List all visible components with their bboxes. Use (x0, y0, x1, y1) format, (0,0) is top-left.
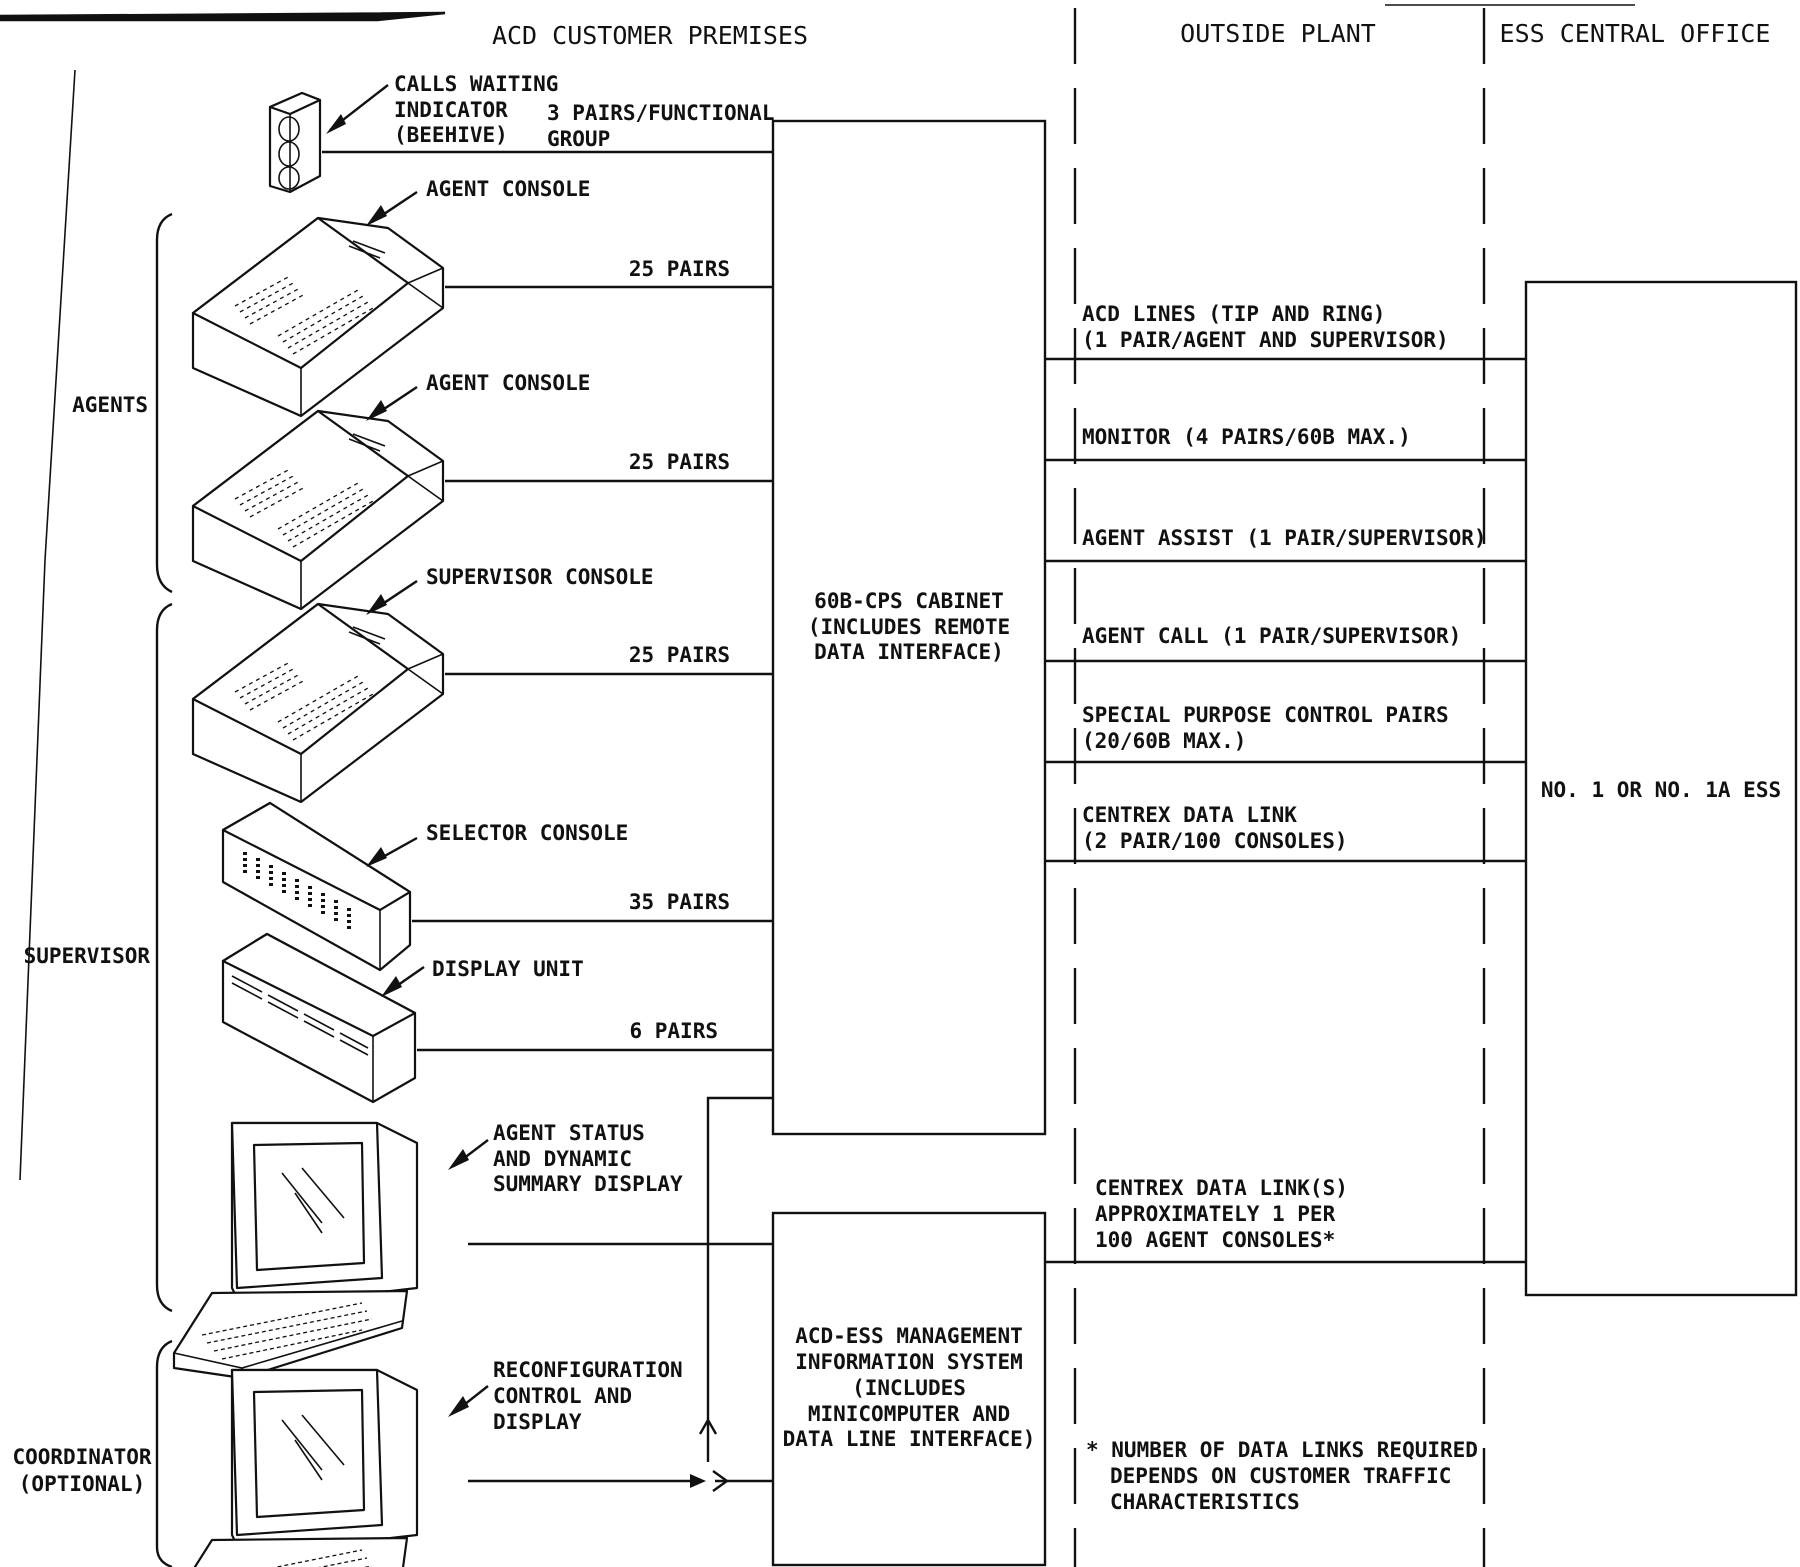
agent-console-2-pointer-head (366, 400, 387, 421)
mis-label-2: INFORMATION SYSTEM (795, 1350, 1023, 1374)
agent-console-2-label: AGENT CONSOLE (426, 371, 590, 395)
centrex-links-label-2: APPROXIMATELY 1 PER (1095, 1202, 1336, 1226)
header-customer-premises: ACD CUSTOMER PREMISES (492, 21, 808, 50)
centrex-links-label-1: CENTREX DATA LINK(S) (1095, 1176, 1348, 1200)
reconfig-display-pointer-head (448, 1396, 469, 1417)
reconfig-arrow-head (690, 1474, 706, 1488)
selector-console-label: SELECTOR CONSOLE (426, 821, 628, 845)
beehive-pairs-label-1: 3 PAIRS/FUNCTIONAL (547, 101, 775, 125)
footnote-line-3: CHARACTERISTICS (1110, 1490, 1300, 1514)
selector-console-pairs: 35 PAIRS (629, 890, 730, 914)
agent-console-2-pairs: 25 PAIRS (629, 450, 730, 474)
agent-console-1-pairs: 25 PAIRS (629, 257, 730, 281)
selector-console-pointer-head (366, 847, 387, 867)
reconfig-display-label-1: RECONFIGURATION (493, 1358, 683, 1382)
status-display-label-3: SUMMARY DISPLAY (493, 1172, 683, 1196)
mis-label-4: MINICOMPUTER AND (808, 1402, 1010, 1426)
agents-bracket (157, 214, 172, 592)
supervisor-console-label: SUPERVISOR CONSOLE (426, 565, 654, 589)
beehive-label-2: INDICATOR (394, 98, 508, 122)
mis-label-5: DATA LINE INTERFACE) (783, 1427, 1036, 1451)
agent-console-2 (193, 411, 443, 609)
agent-status-terminal (174, 1123, 417, 1378)
display-unit-pointer-head (381, 976, 402, 997)
beehive-pointer-head (326, 114, 346, 134)
agent-console-1-label: AGENT CONSOLE (426, 177, 590, 201)
supervisor-console-pairs: 25 PAIRS (629, 643, 730, 667)
acd-lines-label-1: ACD LINES (TIP AND RING) (1082, 302, 1385, 326)
display-unit-label: DISPLAY UNIT (432, 957, 584, 981)
special-purpose-label-2: (20/60B MAX.) (1082, 729, 1246, 753)
monitor-label: MONITOR (4 PAIRS/60B MAX.) (1082, 425, 1411, 449)
status-display-label-2: AND DYNAMIC (493, 1147, 632, 1171)
footnote-line-2: DEPENDS ON CUSTOMER TRAFFIC (1110, 1464, 1451, 1488)
top-left-rule (0, 13, 445, 20)
beehive-label-3: (BEEHIVE) (394, 123, 508, 147)
supervisor-bracket (157, 604, 172, 1311)
footnote-line-1: * NUMBER OF DATA LINKS REQUIRED (1086, 1438, 1478, 1462)
beehive-pairs-label-2: GROUP (547, 127, 610, 151)
centrex-link-label-2: (2 PAIR/100 CONSOLES) (1082, 829, 1348, 853)
reconfig-display-label-3: DISPLAY (493, 1410, 582, 1434)
header-outside-plant: OUTSIDE PLANT (1180, 19, 1376, 48)
cabinet-to-mis-link (708, 1098, 773, 1462)
agent-assist-label: AGENT ASSIST (1 PAIR/SUPERVISOR) (1082, 526, 1487, 550)
agent-call-label: AGENT CALL (1 PAIR/SUPERVISOR) (1082, 624, 1461, 648)
supervisor-label: SUPERVISOR (24, 944, 151, 968)
ess-label: NO. 1 OR NO. 1A ESS (1541, 778, 1781, 802)
supervisor-console (193, 604, 443, 802)
status-display-label-1: AGENT STATUS (493, 1121, 645, 1145)
special-purpose-label-1: SPECIAL PURPOSE CONTROL PAIRS (1082, 703, 1449, 727)
centrex-link-label-1: CENTREX DATA LINK (1082, 803, 1297, 827)
mis-label-1: ACD-ESS MANAGEMENT (795, 1324, 1023, 1348)
acd-lines-label-2: (1 PAIR/AGENT AND SUPERVISOR) (1082, 328, 1449, 352)
agents-label: AGENTS (72, 393, 148, 417)
header-central-office: ESS CENTRAL OFFICE (1500, 19, 1771, 48)
reconfig-display-label-2: CONTROL AND (493, 1384, 632, 1408)
beehive-label-1: CALLS WAITING (394, 72, 558, 96)
agent-console-1 (193, 218, 443, 416)
coordinator-optional-label: (OPTIONAL) (19, 1472, 145, 1496)
reconfiguration-terminal (174, 1370, 417, 1567)
agent-console-1-pointer-head (366, 205, 387, 226)
left-margin-line (20, 70, 75, 1180)
status-display-pointer-head (448, 1149, 469, 1170)
cabinet-label-2: (INCLUDES REMOTE (808, 615, 1010, 639)
coordinator-bracket (157, 1341, 172, 1567)
mis-label-3: (INCLUDES (852, 1376, 966, 1400)
cabinet-label-1: 60B-CPS CABINET (814, 589, 1004, 613)
cabinet-label-3: DATA INTERFACE) (814, 640, 1004, 664)
centrex-links-label-3: 100 AGENT CONSOLES* (1095, 1228, 1335, 1252)
coordinator-label: COORDINATOR (12, 1445, 151, 1469)
display-unit-pairs: 6 PAIRS (629, 1019, 718, 1043)
beehive-indicator (270, 93, 320, 192)
